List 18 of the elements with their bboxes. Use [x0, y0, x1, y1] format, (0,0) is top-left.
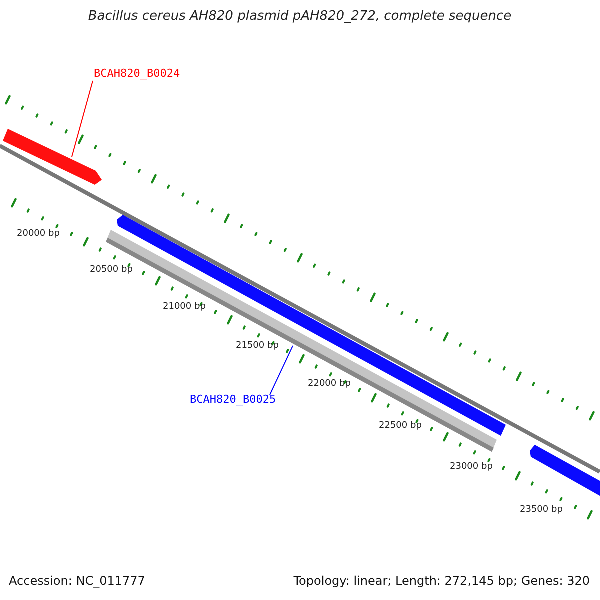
- scale-label: 20000 bp: [17, 230, 60, 240]
- leader-line: [72, 80, 94, 158]
- scale-label: 21500 bp: [236, 342, 279, 352]
- gene-bar: [530, 445, 600, 496]
- scale-label: 22500 bp: [379, 422, 422, 432]
- gene-label: BCAH820_B0025: [190, 394, 276, 406]
- gene-label: BCAH820_B0024: [94, 68, 180, 80]
- scale-label: 21000 bp: [163, 303, 206, 313]
- scale-label: 23000 bp: [450, 463, 493, 473]
- gene-bar: [117, 215, 506, 436]
- scale-label: 22000 bp: [308, 380, 351, 390]
- scale-label: 23500 bp: [520, 506, 563, 516]
- leader-line: [270, 346, 294, 396]
- title: Bacillus cereus AH820 plasmid pAH820_272, complete sequence: [87, 10, 513, 24]
- footer-text: Topology: linear; Length: 272,145 bp; Genes: 320: [294, 575, 590, 588]
- footer-text: Accession: NC_011777: [9, 575, 146, 588]
- scale-label: 20500 bp: [90, 266, 133, 276]
- gene-bar: [3, 129, 102, 185]
